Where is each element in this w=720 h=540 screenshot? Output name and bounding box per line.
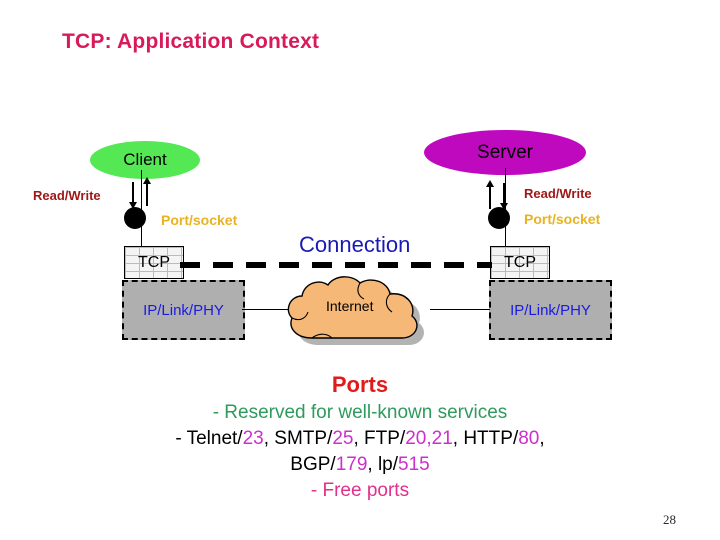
client-read-write-label: Read/Write (33, 188, 101, 203)
client-tcp-label: TCP (138, 253, 170, 271)
server-write-arrow-line (503, 183, 505, 205)
page-title: TCP: Application Context (62, 30, 320, 53)
ports-services-line: - Telnet/23, SMTP/25, FTP/20,21, HTTP/80… (0, 426, 720, 452)
page-number: 28 (663, 512, 676, 527)
ports-heading: Ports (331, 372, 389, 397)
ports-free-line: - Free ports (310, 480, 410, 501)
client-write-arrow-icon (129, 202, 137, 209)
client-node-label: Client (123, 150, 167, 169)
client-iplink-label: IP/Link/PHY (143, 301, 224, 319)
client-read-arrow-line (146, 182, 148, 206)
telnet-port: 23 (242, 428, 264, 449)
client-iplink-box: IP/Link/PHY (122, 280, 245, 340)
server-write-arrow-icon (500, 203, 508, 210)
server-socket-dot-icon (488, 207, 510, 229)
cloud-to-server-link (430, 309, 490, 310)
smtp-label: , SMTP/ (263, 428, 333, 449)
server-tcp-box: TCP (490, 246, 550, 279)
server-node: Server (424, 130, 586, 175)
ftp-port: 20,21 (405, 428, 453, 449)
bgp-label: BGP/ (290, 454, 336, 475)
server-node-label: Server (477, 141, 533, 163)
http-label: , HTTP/ (452, 428, 519, 449)
client-tcp-box: TCP (124, 246, 184, 279)
internet-cloud-icon (284, 276, 444, 366)
server-read-write-label: Read/Write (524, 186, 592, 201)
server-port-socket-label: Port/socket (524, 211, 601, 227)
lp-port: 515 (398, 454, 430, 475)
client-write-arrow-line (132, 182, 134, 204)
lp-label: , lp/ (367, 454, 399, 475)
connection-dashed-line (180, 262, 492, 268)
ports-text-block: Ports - Reserved for well-known services… (0, 372, 720, 504)
smtp-port: 25 (332, 428, 354, 449)
telnet-label: - Telnet/ (175, 428, 243, 449)
connection-label: Connection (299, 232, 411, 257)
ports-reserved-line: - Reserved for well-known services (212, 402, 508, 423)
client-to-cloud-link (242, 309, 292, 310)
client-node: Client (90, 141, 200, 179)
client-socket-dot-icon (124, 207, 146, 229)
bgp-port: 179 (335, 454, 368, 475)
services-line-suffix: , (539, 428, 545, 449)
server-iplink-box: IP/Link/PHY (489, 280, 612, 340)
ftp-label: , FTP/ (353, 428, 406, 449)
ports-services-line-2: BGP/179, lp/515 (0, 452, 720, 478)
internet-cloud-label: Internet (326, 298, 374, 314)
server-read-arrow-icon (486, 180, 494, 187)
server-read-arrow-line (489, 185, 491, 209)
server-tcp-label: TCP (504, 253, 536, 271)
client-port-socket-label: Port/socket (161, 212, 238, 228)
http-port: 80 (518, 428, 540, 449)
server-iplink-label: IP/Link/PHY (510, 301, 591, 319)
client-read-arrow-icon (143, 177, 151, 184)
